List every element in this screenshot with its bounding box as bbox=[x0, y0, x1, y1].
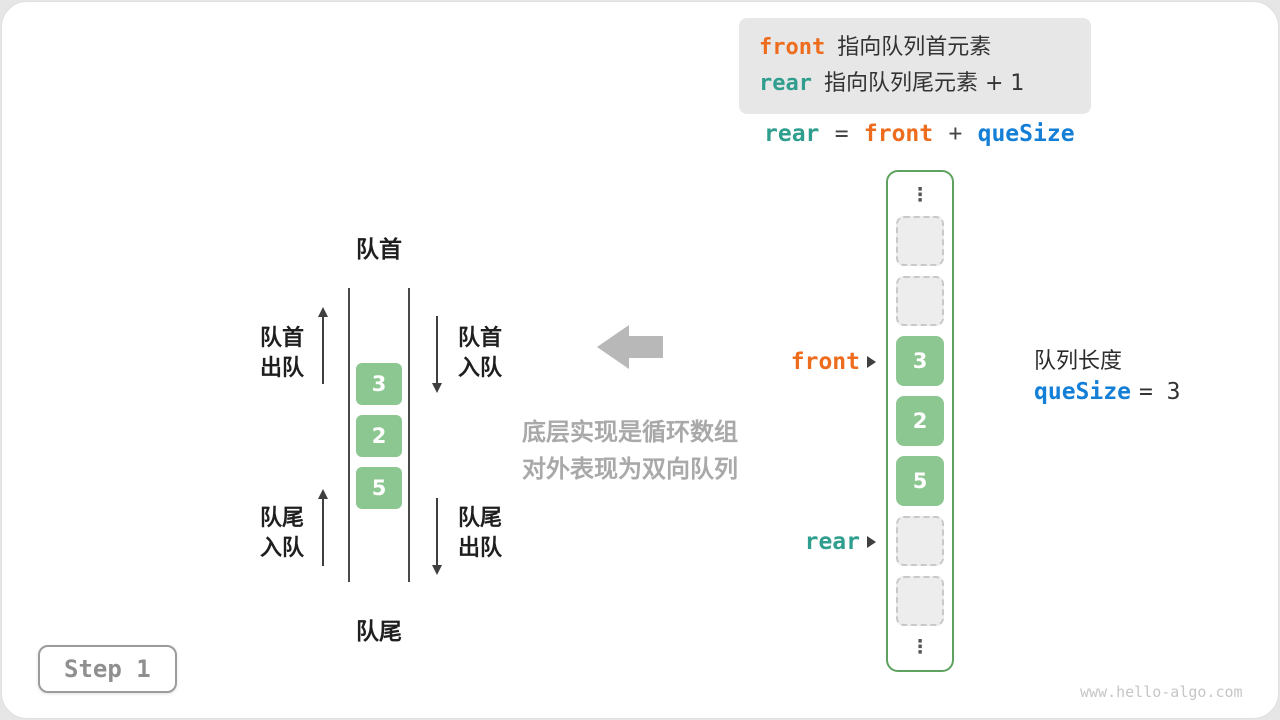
circular-array: ⋮ 3 2 5 ⋮ bbox=[886, 170, 954, 672]
label-line: 出队 bbox=[458, 536, 503, 561]
array-cell-empty bbox=[896, 516, 944, 566]
front-description: 指向队列首元素 bbox=[837, 35, 992, 60]
formula-front: front bbox=[863, 121, 934, 147]
rear-pointer: rear bbox=[746, 529, 876, 555]
down-arrow-icon bbox=[432, 498, 442, 575]
left-block-arrow-icon bbox=[597, 325, 663, 369]
deque-item: 3 bbox=[356, 363, 402, 405]
legend-line-front: front 指向队列首元素 bbox=[759, 30, 1071, 66]
rear-description: 指向队列尾元素 + 1 bbox=[823, 71, 1025, 96]
queue-length-value: queSize = 3 bbox=[1034, 379, 1180, 405]
array-cell-empty bbox=[896, 276, 944, 326]
label-front-dequeue: 队首 出队 bbox=[232, 324, 304, 384]
up-arrow-icon bbox=[318, 307, 328, 384]
rear-keyword: rear bbox=[759, 71, 812, 96]
deque-left-wall bbox=[348, 288, 350, 582]
label-line: 队首 bbox=[458, 326, 503, 351]
label-line: 队尾 bbox=[259, 506, 304, 531]
label-rear-enqueue: 队尾 入队 bbox=[232, 504, 304, 564]
step-badge: Step 1 bbox=[38, 645, 177, 693]
array-cell: 3 bbox=[896, 336, 944, 386]
rear-pointer-arrow-icon bbox=[867, 536, 876, 548]
ellipsis-top: ⋮ bbox=[910, 184, 930, 206]
ellipsis-bottom: ⋮ bbox=[910, 636, 930, 658]
array-cell-empty bbox=[896, 216, 944, 266]
front-pointer: front bbox=[746, 349, 876, 375]
quesize-value: = 3 bbox=[1138, 379, 1181, 405]
front-pointer-arrow-icon bbox=[867, 356, 876, 368]
caption-line-2: 对外表现为双向队列 bbox=[522, 455, 738, 483]
caption: 底层实现是循环数组 对外表现为双向队列 bbox=[470, 414, 790, 488]
down-arrow-icon bbox=[432, 316, 442, 393]
label-line: 队首 bbox=[259, 326, 304, 351]
formula-equals: = bbox=[834, 121, 849, 147]
formula-quesize: queSize bbox=[977, 121, 1075, 147]
quesize-keyword: queSize bbox=[1034, 379, 1131, 405]
up-arrow-icon bbox=[318, 489, 328, 566]
deque-right-wall bbox=[408, 288, 410, 582]
caption-line-1: 底层实现是循环数组 bbox=[522, 418, 738, 446]
label-line: 出队 bbox=[259, 356, 304, 381]
label-line: 队尾 bbox=[458, 506, 503, 531]
legend-line-rear: rear 指向队列尾元素 + 1 bbox=[759, 66, 1071, 102]
array-cell: 5 bbox=[896, 456, 944, 506]
arrow-head bbox=[597, 325, 629, 369]
arrow-tail bbox=[629, 336, 663, 358]
label-front-enqueue: 队首 入队 bbox=[458, 324, 502, 384]
formula-rear: rear bbox=[764, 121, 820, 147]
deque-bottom-label: 队尾 bbox=[356, 619, 402, 645]
watermark: www.hello-algo.com bbox=[1080, 683, 1243, 701]
queue-length-label: 队列长度 bbox=[1034, 349, 1123, 374]
array-cell-empty bbox=[896, 576, 944, 626]
deque-item: 5 bbox=[356, 467, 402, 509]
label-line: 入队 bbox=[259, 536, 304, 561]
legend-box: front 指向队列首元素 rear 指向队列尾元素 + 1 bbox=[739, 18, 1091, 114]
label-line: 入队 bbox=[458, 356, 503, 381]
deque-item: 2 bbox=[356, 415, 402, 457]
front-keyword: front bbox=[759, 35, 826, 60]
formula: rear = front + queSize bbox=[764, 121, 1075, 147]
array-cell: 2 bbox=[896, 396, 944, 446]
rear-pointer-label: rear bbox=[804, 529, 860, 555]
deque-top-label: 队首 bbox=[356, 237, 402, 263]
label-rear-dequeue: 队尾 出队 bbox=[458, 504, 502, 564]
front-pointer-label: front bbox=[790, 349, 860, 375]
formula-plus: + bbox=[948, 121, 963, 147]
